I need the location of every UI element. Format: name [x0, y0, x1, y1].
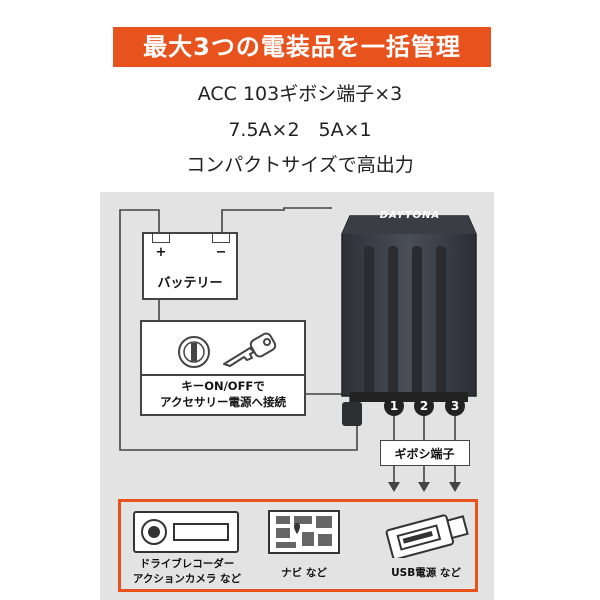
ignition-icon	[178, 336, 210, 368]
device1-line1: ドライブレコーダー	[139, 558, 235, 570]
arrow-3	[449, 482, 461, 492]
battery-terminal-plus	[152, 233, 170, 243]
device3-label: USB電源 など	[391, 567, 461, 579]
battery-box: + − バッテリー	[142, 232, 238, 300]
battery-plus-sign: +	[155, 245, 167, 260]
battery-minus-sign: −	[215, 245, 227, 260]
device-brand: DAYTONA	[379, 210, 441, 221]
dashcam-icon	[133, 511, 239, 553]
spec-acc-terminals: ACC 103ギボシ端子×3	[197, 83, 403, 105]
spec-amperage: 7.5A×2 5A×1	[228, 119, 372, 141]
spec-compact: コンパクトサイズで高出力	[186, 154, 414, 176]
port-2: 2	[414, 396, 434, 416]
battery-terminal-minus	[212, 233, 230, 243]
device-connector	[342, 402, 362, 426]
terminal-label: ギボシ端子	[394, 447, 455, 461]
port-1: 1	[384, 396, 404, 416]
battery-label: バッテリー	[157, 276, 223, 291]
terminal-box: ギボシ端子	[380, 440, 470, 466]
navi-icon	[268, 510, 340, 554]
device2-label: ナビ など	[281, 567, 327, 579]
key-switch-box: キーON/OFFで アクセサリー電源へ接続	[140, 320, 306, 416]
key-label-line2: アクセサリー電源へ接続	[160, 395, 286, 409]
arrow-2	[418, 482, 430, 492]
arrow-1	[388, 482, 400, 492]
key-icon	[223, 332, 277, 367]
key-label-line1: キーON/OFFで	[181, 379, 265, 393]
headline-banner: 最大3つの電装品を一括管理	[113, 27, 491, 67]
port-3: 3	[445, 396, 465, 416]
usb-icon	[385, 514, 469, 558]
daytona-unit-icon	[341, 215, 477, 402]
key-switch-divider	[142, 374, 304, 376]
device1-line2: アクションカメラ など	[132, 573, 242, 585]
